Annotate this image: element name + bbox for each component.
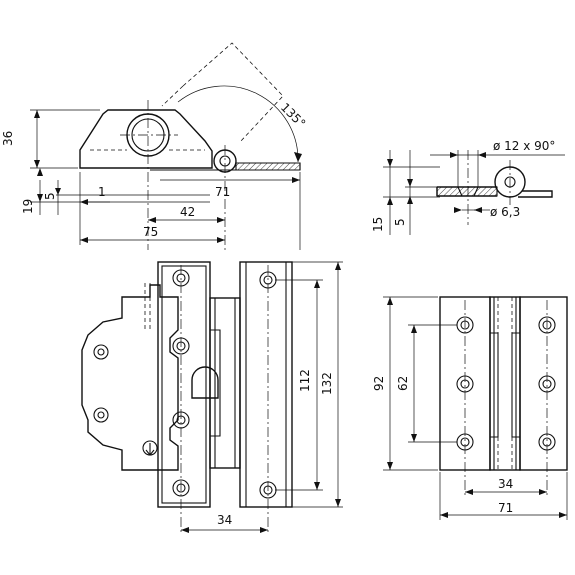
dim-height-19: 19 — [21, 199, 35, 214]
section-view: ø 12 x 90° ø 6,3 15 5 — [371, 139, 565, 235]
dim-width-1: 1 — [98, 185, 106, 199]
dim-width-71-right: 71 — [498, 501, 513, 515]
dim-height-132: 132 — [320, 372, 334, 395]
dim-height-112: 112 — [298, 369, 312, 392]
latch-cutout — [191, 366, 219, 399]
rotated-leaf-outline — [182, 42, 284, 143]
screw-left-upper — [93, 344, 109, 360]
mounting-bracket — [81, 284, 179, 471]
dim-height-62: 62 — [396, 376, 410, 391]
dim-height-36: 36 — [1, 131, 15, 146]
screw-left-lower — [93, 407, 109, 423]
dim-width-34: 34 — [217, 513, 232, 527]
dim-hole: ø 6,3 — [490, 205, 520, 219]
dim-chamfer: ø 12 x 90° — [493, 139, 555, 153]
hinge-block-profile — [79, 109, 213, 169]
leaf-section-right — [436, 186, 498, 197]
leaf-section — [235, 162, 301, 171]
side-view: 135° 36 19 5 1 42 75 — [1, 42, 308, 250]
angle-arc — [177, 85, 299, 163]
dim-height-5-section: 5 — [393, 218, 407, 226]
right-view: 92 62 34 71 — [372, 296, 568, 520]
dim-width-75: 75 — [143, 225, 158, 239]
dim-height-15: 15 — [371, 217, 385, 232]
dim-height-92: 92 — [372, 376, 386, 391]
dim-angle-135: 135° — [278, 100, 308, 130]
hinge-leaf-right — [239, 261, 293, 508]
dim-height-5: 5 — [43, 192, 57, 200]
front-view: 112 132 34 — [81, 261, 343, 535]
dim-width-71: 71 — [215, 185, 230, 199]
dim-width-34-right: 34 — [498, 477, 513, 491]
dim-width-42: 42 — [180, 205, 195, 219]
